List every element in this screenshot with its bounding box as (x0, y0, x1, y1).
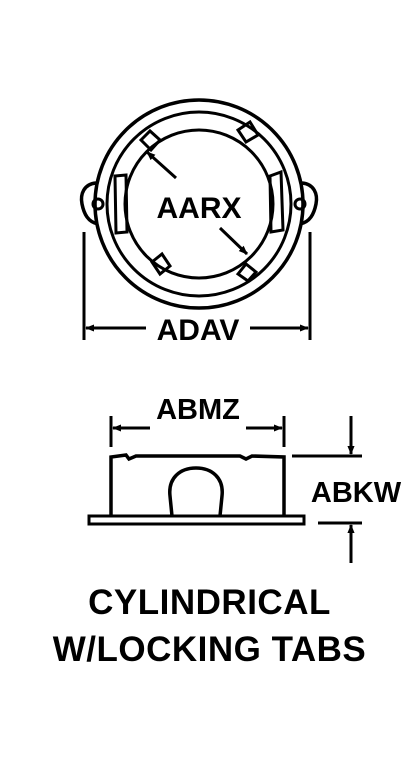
caption-line-1: CYLINDRICAL (88, 583, 331, 622)
abkw-label: ABKW (311, 477, 402, 509)
side-view (87, 416, 362, 563)
aarx-arrow-lower (218, 226, 249, 256)
outer-ring-inner-edge (105, 110, 293, 298)
base-flange (87, 514, 306, 526)
caption-line-2: W/LOCKING TABS (52, 630, 367, 669)
body-outline (109, 453, 286, 516)
tab-window (168, 466, 224, 517)
top-view (79, 98, 319, 340)
outer-ring (93, 98, 305, 310)
abmz-label: ABMZ (156, 394, 240, 426)
inner-bore (123, 128, 275, 280)
right-ear (293, 181, 319, 226)
aarx-arrow-upper (145, 150, 178, 180)
left-ear (79, 181, 105, 226)
adav-label: ADAV (157, 314, 240, 347)
aarx-label: AARX (156, 192, 241, 225)
locking-tab-segments (113, 119, 285, 283)
